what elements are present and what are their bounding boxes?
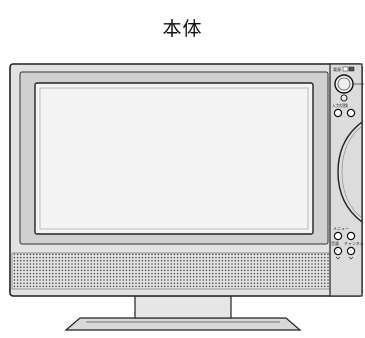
volume-up-button[interactable] bbox=[333, 231, 343, 241]
channel-down-button[interactable] bbox=[346, 246, 356, 256]
volume-label: 音量 bbox=[331, 240, 339, 246]
speaker-grille bbox=[11, 252, 333, 290]
screen bbox=[34, 82, 314, 235]
control-panel bbox=[329, 63, 363, 297]
disc-slot bbox=[337, 121, 363, 223]
input-mode-label: 入力切換 bbox=[332, 102, 348, 108]
page-title: 本体 bbox=[162, 18, 203, 40]
channel-label: チャンネル bbox=[344, 240, 364, 246]
volume-down-button[interactable] bbox=[333, 246, 343, 256]
menu-label: メニュー bbox=[333, 226, 349, 231]
stand-neck bbox=[134, 295, 232, 319]
channel-up-button[interactable] bbox=[346, 231, 356, 241]
power-indicator bbox=[340, 94, 348, 102]
mode-button[interactable] bbox=[346, 108, 356, 118]
power-label: 電源 bbox=[333, 66, 341, 72]
stand-base bbox=[64, 317, 302, 331]
input-button[interactable] bbox=[333, 108, 343, 118]
